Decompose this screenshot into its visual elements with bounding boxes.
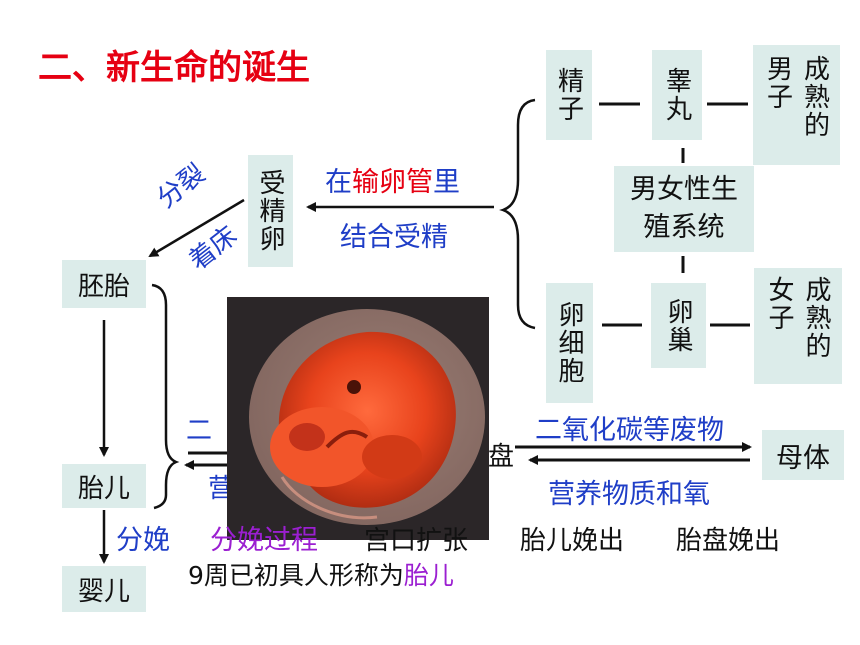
arrow-to-embryo xyxy=(148,198,245,258)
egg-box: 卵细胞 xyxy=(546,283,593,403)
reproductive-system-box: 男女性生殖系统 xyxy=(614,166,754,252)
sperm-label: 精子 xyxy=(553,67,584,123)
note-prefix: 9周已初具人形称为 xyxy=(188,561,404,590)
note-highlight: 胎儿 xyxy=(403,561,454,590)
fetus-box: 胎儿 xyxy=(62,464,146,508)
infant-label: 婴儿 xyxy=(77,576,130,607)
mother-label: 母体 xyxy=(776,442,830,474)
infant-box: 婴儿 xyxy=(62,566,146,612)
reproductive-system-label: 男女性生殖系统 xyxy=(630,174,738,243)
note-line: 9周已初具人形称为胎儿 xyxy=(188,556,454,592)
birth-label: 分娩 xyxy=(116,525,170,556)
mother-box: 母体 xyxy=(762,430,844,480)
brace-right xyxy=(499,98,536,330)
adult-female-label: 成熟的女子 xyxy=(764,276,831,360)
zygote-label: 受精卵 xyxy=(255,169,285,253)
adult-male-label: 成熟的男子 xyxy=(762,55,830,139)
adult-male-box: 成熟的男子 xyxy=(753,45,840,165)
egg-label: 卵细胞 xyxy=(554,301,584,385)
embryo-photo xyxy=(227,297,489,540)
zygote-box: 受精卵 xyxy=(248,155,293,267)
fertilization-place-highlight: 输卵管 xyxy=(352,167,433,198)
ovary-label: 卵巢 xyxy=(663,297,693,354)
testis-label: 睾丸 xyxy=(661,67,692,123)
waste-label: 二氧化碳等废物 xyxy=(535,415,724,446)
birth-line: 分娩 xyxy=(116,518,170,557)
birth-step-2: 胎儿娩出 xyxy=(520,526,625,556)
embryo-label: 胚胎 xyxy=(77,271,130,302)
sperm-box: 精子 xyxy=(546,50,592,140)
brace-left xyxy=(151,283,180,510)
fetus-label: 胎儿 xyxy=(77,473,130,504)
birth-step-3: 胎盘娩出 xyxy=(676,526,781,556)
nutrients-label: 营养物质和氧 xyxy=(548,479,710,510)
fertilization-place: 在输卵管里 xyxy=(325,160,460,199)
fertilization-action: 结合受精 xyxy=(340,222,448,253)
birth-step-1: 宫口扩张 xyxy=(364,526,469,556)
ovary-box: 卵巢 xyxy=(651,283,706,368)
left-partial-top: 二 xyxy=(186,416,213,446)
fertilization-place-suffix: 里 xyxy=(433,167,460,198)
page-title: 二、新生命的诞生 xyxy=(38,48,310,88)
birth-process-label: 分娩过程 xyxy=(210,525,318,556)
placenta-partial: 盘 xyxy=(488,442,515,472)
embryo-box: 胚胎 xyxy=(62,260,146,308)
adult-female-box: 成熟的女子 xyxy=(754,268,842,384)
fertilization-place-prefix: 在 xyxy=(325,167,352,198)
testis-box: 睾丸 xyxy=(652,50,702,140)
